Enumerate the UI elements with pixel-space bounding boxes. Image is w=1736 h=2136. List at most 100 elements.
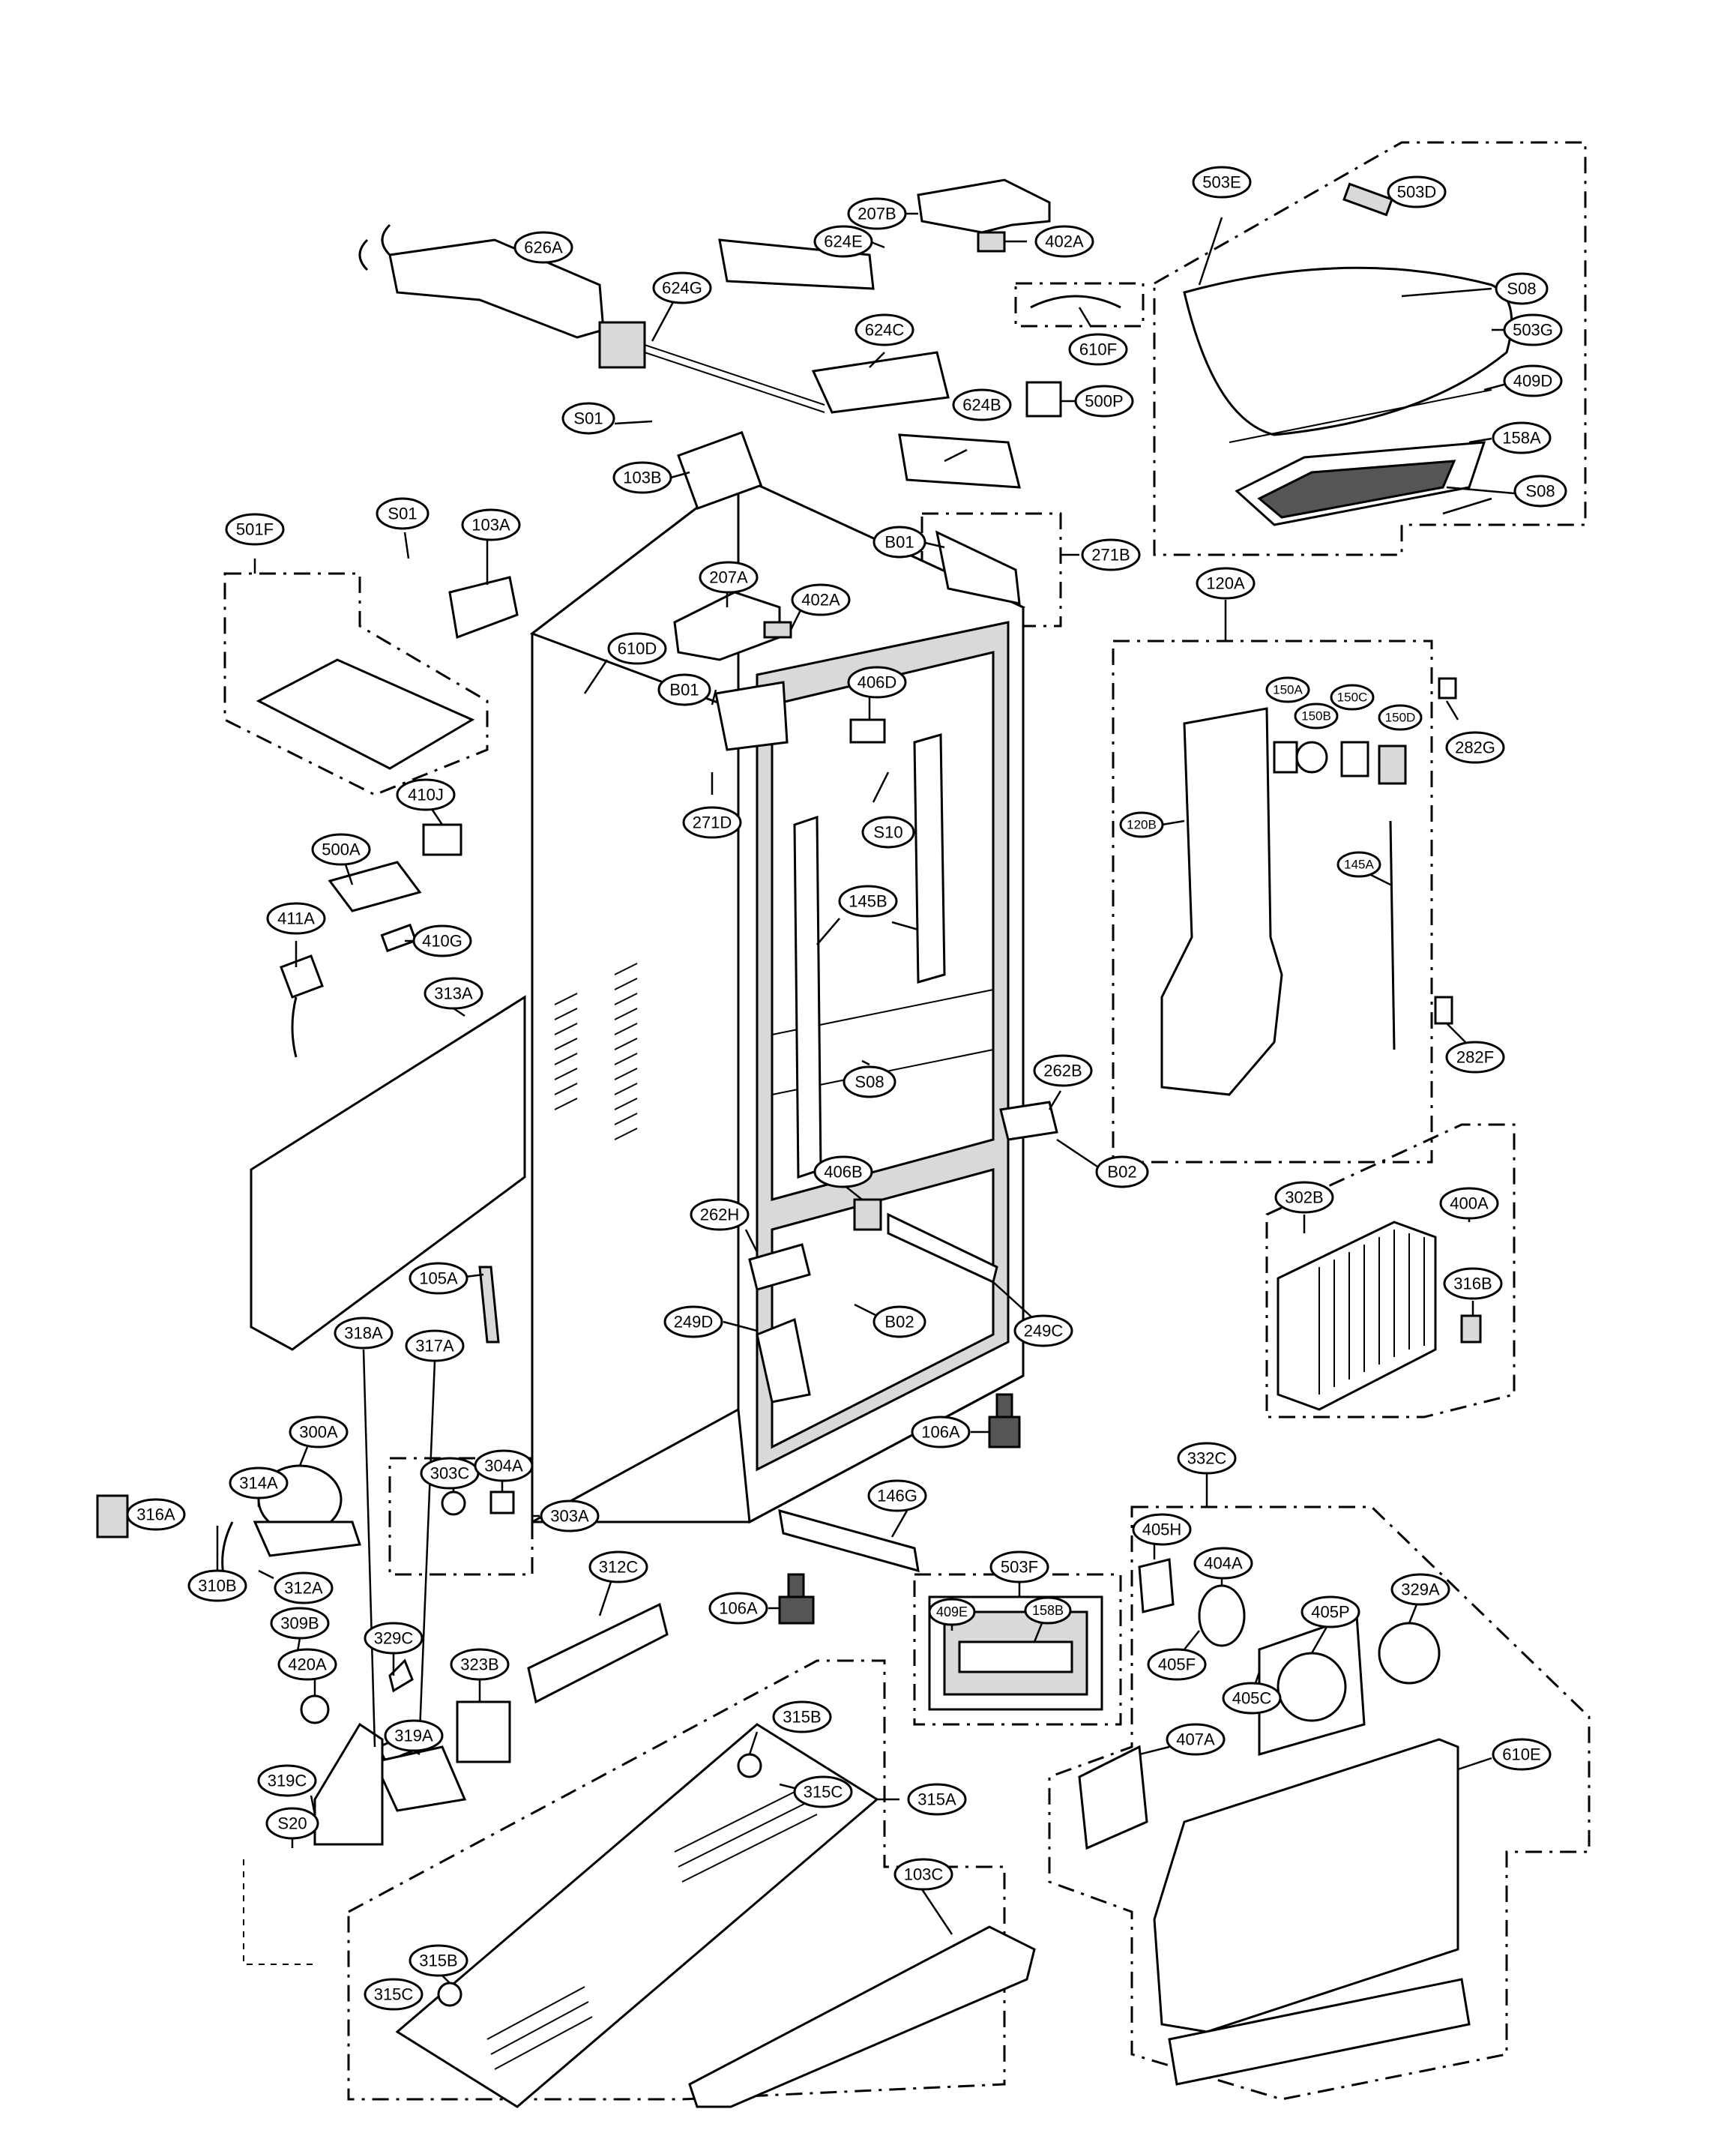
svg-text:316A: 316A	[136, 1505, 175, 1524]
callout-411A: 411A	[266, 902, 326, 935]
callout-207B: 207B	[847, 197, 907, 230]
part-105A-cable	[478, 1266, 500, 1344]
callout-405P: 405P	[1301, 1595, 1360, 1628]
svg-text:405P: 405P	[1311, 1603, 1349, 1622]
callout-315A: 315A	[907, 1783, 967, 1816]
callout-S20: S20	[265, 1807, 319, 1840]
part-409D-wire	[1229, 389, 1492, 443]
svg-text:262B: 262B	[1043, 1062, 1082, 1080]
svg-text:249C: 249C	[1024, 1322, 1064, 1341]
callout-145B: 145B	[838, 885, 898, 918]
part-624B-motor	[898, 433, 1021, 489]
part-407A-fan-assy	[1078, 1745, 1148, 1850]
part-271D-hinge	[714, 681, 789, 751]
svg-text:319A: 319A	[394, 1727, 433, 1745]
part-cover-panel	[1153, 1738, 1459, 2033]
part-626A-cover	[388, 238, 605, 339]
svg-text:304A: 304A	[484, 1457, 523, 1475]
callout-314A: 314A	[229, 1466, 289, 1499]
part-610F-wire	[1030, 295, 1121, 309]
svg-text:313A: 313A	[434, 984, 473, 1003]
svg-text:406D: 406D	[858, 673, 897, 692]
svg-text:271D: 271D	[693, 813, 732, 832]
left-parts	[250, 576, 526, 1351]
part-302B-condenser	[1277, 1221, 1437, 1411]
part-158B-lamp	[958, 1640, 1073, 1673]
group-503F-outline	[913, 1573, 1122, 1726]
part-120B-duct	[1160, 707, 1283, 1096]
callout-262H: 262H	[690, 1198, 750, 1231]
part-323B-coil	[456, 1700, 511, 1763]
callout-410G: 410G	[412, 924, 472, 957]
callout-409D: 409D	[1503, 364, 1563, 397]
part-249D-rail	[756, 1317, 811, 1404]
svg-text:146G: 146G	[877, 1487, 917, 1505]
svg-text:410J: 410J	[408, 786, 444, 804]
svg-text:332C: 332C	[1187, 1449, 1227, 1468]
cabinet-vent-grille	[554, 963, 638, 1140]
callout-318A: 318A	[334, 1317, 394, 1350]
part-146G-duct	[778, 1508, 920, 1573]
part-315B-grommet-b	[437, 1982, 462, 2007]
svg-text:400A: 400A	[1450, 1194, 1489, 1213]
svg-text:249D: 249D	[674, 1313, 714, 1332]
svg-text:S08: S08	[1525, 482, 1555, 501]
callout-501F: 501F	[225, 513, 285, 546]
callout-406B: 406B	[813, 1155, 873, 1188]
svg-text:323B: 323B	[460, 1655, 498, 1674]
svg-text:150D: 150D	[1385, 711, 1416, 725]
callout-503E: 503E	[1192, 166, 1252, 199]
part-145B-rail-left	[793, 815, 822, 1179]
callout-302B: 302B	[1274, 1181, 1334, 1214]
callout-405H: 405H	[1132, 1513, 1192, 1546]
svg-text:150B: 150B	[1301, 709, 1331, 723]
callout-S10: S10	[861, 816, 915, 849]
callout-304A: 304A	[474, 1449, 534, 1482]
callout-S08-c: S08	[843, 1065, 896, 1098]
part-150C	[1340, 741, 1369, 777]
part-503D-clip	[1342, 182, 1393, 217]
svg-text:503D: 503D	[1397, 183, 1437, 202]
callout-106A-b: 106A	[708, 1592, 768, 1625]
callout-610E: 610E	[1492, 1738, 1552, 1771]
callout-105A: 105A	[409, 1262, 468, 1295]
svg-text:158B: 158B	[1032, 1603, 1064, 1618]
callout-315B-b: 315B	[409, 1944, 468, 1977]
condenser-group	[1277, 1221, 1482, 1411]
callout-B02-b: B02	[872, 1305, 926, 1338]
part-402A-mid	[763, 621, 792, 639]
callout-145A: 145A	[1336, 851, 1381, 878]
part-406D-bracket	[849, 718, 886, 744]
svg-text:271B: 271B	[1091, 546, 1130, 565]
part-103A-cap	[448, 576, 519, 640]
part-405H-bracket	[1138, 1558, 1175, 1613]
callout-402A-top: 402A	[1034, 225, 1094, 258]
callouts: 207B 402A 626A 624E 624G 624C 610F 624B …	[126, 166, 1567, 2011]
part-150A	[1273, 741, 1298, 774]
part-150B	[1295, 741, 1328, 774]
svg-text:610F: 610F	[1079, 340, 1117, 359]
callout-315B-a: 315B	[772, 1700, 832, 1733]
svg-text:120B: 120B	[1127, 818, 1157, 832]
callout-309B: 309B	[270, 1607, 330, 1640]
svg-text:610D: 610D	[618, 640, 657, 658]
part-420A	[300, 1694, 330, 1724]
callout-B01-a: B01	[872, 526, 926, 559]
svg-text:105A: 105A	[419, 1269, 458, 1288]
svg-text:103C: 103C	[904, 1865, 944, 1884]
part-106A-leg-b	[778, 1573, 815, 1625]
callout-610F: 610F	[1068, 333, 1128, 366]
svg-text:207A: 207A	[709, 568, 748, 587]
svg-text:103A: 103A	[471, 516, 510, 535]
svg-text:103B: 103B	[623, 469, 661, 487]
callout-150A: 150A	[1265, 676, 1310, 703]
part-501F-cover	[256, 658, 475, 770]
callout-103C: 103C	[893, 1858, 953, 1891]
callout-S01-b: S01	[376, 497, 430, 530]
callout-207A: 207A	[699, 561, 759, 594]
part-402A-top	[977, 231, 1006, 253]
part-103B-cap	[677, 430, 763, 511]
group-315A-outline	[347, 1659, 1006, 2101]
callout-316A: 316A	[126, 1498, 186, 1531]
